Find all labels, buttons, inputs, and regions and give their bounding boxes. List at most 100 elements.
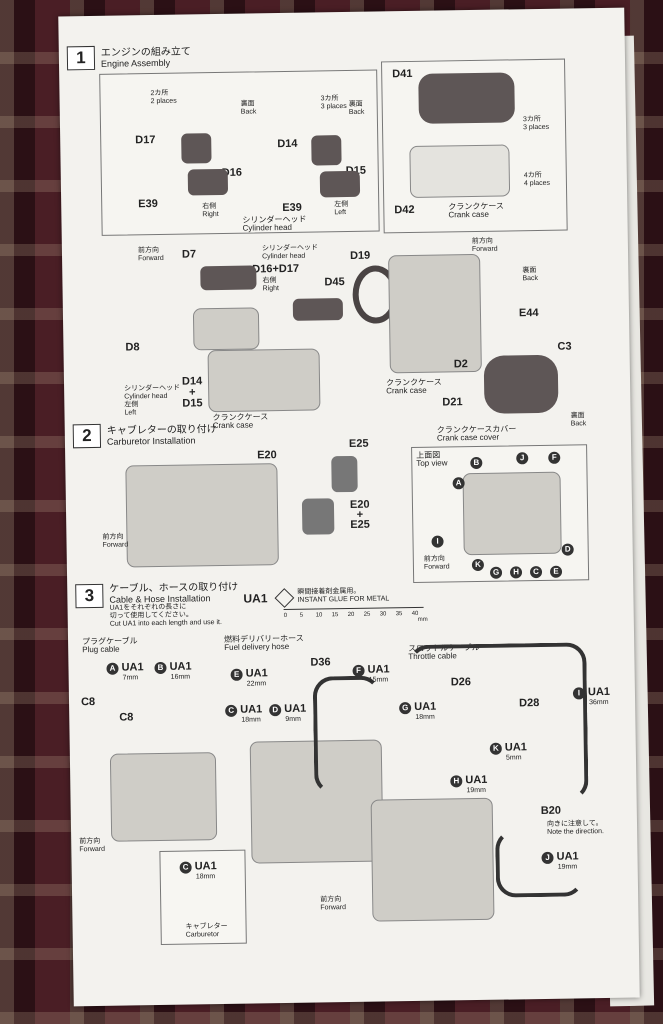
- right-label-en: Right: [262, 285, 279, 293]
- back-label-jp: 裏面: [522, 267, 537, 275]
- cut-letter: B: [154, 661, 167, 675]
- part-e39: E39: [138, 197, 158, 211]
- crankcase-upper-part: [418, 72, 515, 124]
- part-d17: D17: [135, 133, 156, 147]
- back-label-en: Back: [348, 108, 365, 116]
- glue-code: UA1: [243, 591, 268, 606]
- marker-j: J: [516, 452, 529, 465]
- forward-en: Forward: [423, 563, 450, 571]
- glue-jp: 瞬間接着剤金属用。: [297, 587, 361, 596]
- forward-jp: 前方向: [320, 896, 342, 904]
- cut-length: 19mm: [466, 786, 486, 795]
- ruler-tick-label: 0: [283, 612, 288, 620]
- left-label-en: Left: [124, 409, 137, 417]
- cut-length: 18mm: [241, 716, 261, 724]
- cut-code: UA1: [501, 741, 527, 754]
- cut-code: UA1: [118, 661, 144, 674]
- cut-length: 22mm: [246, 680, 267, 688]
- cut-letter: H: [450, 775, 463, 788]
- crankcase-en: Crank case: [386, 385, 427, 396]
- part-d45: D45: [324, 276, 345, 289]
- part-c8: C8: [80, 696, 96, 709]
- part-e25: E25: [350, 518, 370, 531]
- cut-length: 9mm: [285, 715, 301, 724]
- cut-letter: E: [230, 668, 243, 681]
- cut-length: 18mm: [415, 713, 435, 721]
- forward-jp: 前方向: [79, 837, 101, 846]
- places-label-en: 3 places: [523, 123, 550, 132]
- cut-letter: G: [399, 702, 412, 715]
- part-d15: D15: [182, 397, 203, 410]
- crankcase-lower-part: [409, 144, 511, 199]
- forward-en: Forward: [79, 845, 106, 854]
- marker-d: D: [561, 543, 574, 556]
- part-c3: C3: [557, 340, 572, 353]
- cut-length: 36mm: [589, 698, 609, 707]
- part-e20: E20: [257, 449, 277, 462]
- places-label-jp: 3カ所: [522, 115, 541, 124]
- throttle-cable-line: [408, 642, 589, 804]
- part-d41: D41: [392, 67, 413, 81]
- engine-plug-cable: [109, 752, 218, 842]
- glue-diamond-icon: [274, 588, 295, 608]
- back-label-en: Back: [240, 108, 257, 116]
- cut-length: 16mm: [170, 673, 191, 681]
- cylinder-head-en: Cylinder head: [124, 392, 168, 401]
- places-label-jp: 4カ所: [523, 171, 542, 180]
- marker-i: I: [431, 535, 444, 548]
- cut-letter: K: [489, 742, 502, 755]
- step1-title-en: Engine Assembly: [100, 57, 171, 69]
- part-c8: C8: [119, 711, 134, 724]
- carburetor-part: [301, 498, 335, 535]
- part-d19: D19: [349, 249, 371, 262]
- cylinder-head-cover-part: [200, 265, 257, 291]
- back-label-en: Back: [522, 275, 539, 283]
- step1-header: 1 エンジンの組み立て Engine Assembly: [66, 45, 191, 71]
- places-label-en: 4 places: [523, 179, 551, 188]
- forward-en: Forward: [138, 254, 164, 263]
- cut-letter: D: [269, 704, 282, 717]
- step3-number: 3: [75, 583, 104, 609]
- cut-code: UA1: [242, 667, 268, 680]
- cut-length: 19mm: [557, 863, 578, 871]
- engine-top-view: [462, 471, 562, 556]
- cut-letter: I: [572, 687, 586, 700]
- cut-code: UA1: [191, 860, 217, 873]
- forward-en: Forward: [471, 245, 498, 254]
- part-e39: E39: [282, 201, 302, 215]
- cylinder-head-left-part: [311, 135, 342, 166]
- forward-jp: 前方向: [471, 237, 493, 246]
- cut-length: 7mm: [122, 674, 139, 682]
- part-d21: D21: [442, 396, 463, 409]
- marker-k: K: [471, 558, 485, 572]
- cylinder-head-en: Cylinder head: [262, 252, 306, 261]
- part-b20: B20: [540, 804, 562, 818]
- cut-code: UA1: [364, 663, 390, 676]
- part-e25: E25: [348, 437, 369, 450]
- carburetor-jp: キャブレター: [185, 922, 228, 931]
- ruler-tick-label: 10: [315, 612, 323, 619]
- part-d2: D2: [453, 358, 468, 371]
- top-view-en: Top view: [416, 458, 448, 468]
- forward-jp: 前方向: [102, 533, 124, 541]
- ruler-tick-label: 25: [363, 611, 371, 618]
- cylinder-head-jp: シリンダーヘッド: [261, 244, 318, 253]
- fuel-hose-line: [312, 675, 383, 795]
- cut-code: UA1: [281, 702, 307, 716]
- cut-letter: C: [179, 861, 192, 874]
- cut-code: UA1: [411, 700, 437, 714]
- part-d36: D36: [310, 656, 331, 669]
